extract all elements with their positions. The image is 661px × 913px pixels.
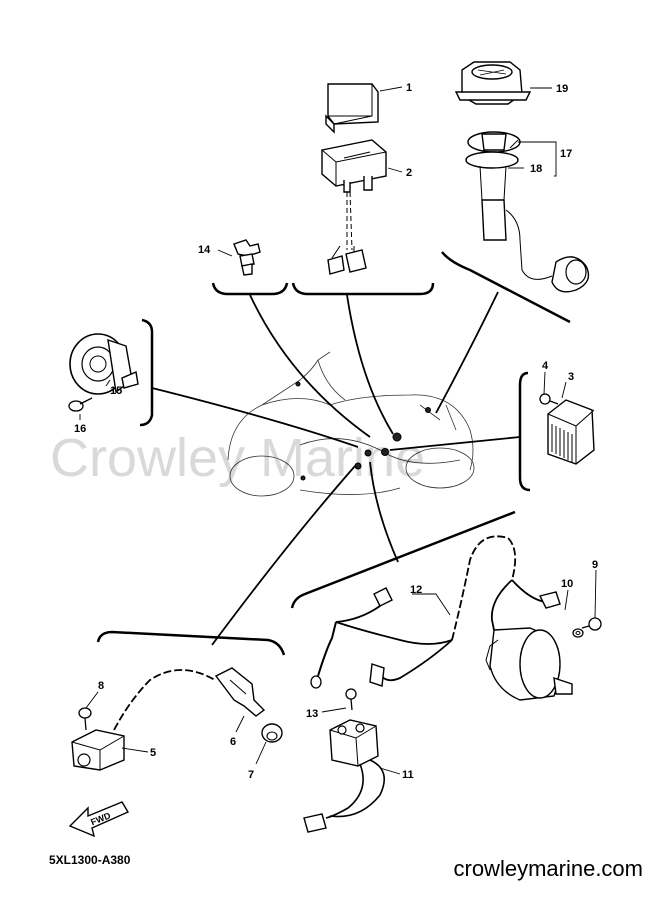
callout-leaders	[79, 86, 597, 775]
callout-7: 7	[248, 769, 254, 781]
callouts: 1 2 3 4 5 6 7 8 9 10 11 12 13 14 15 16 1…	[74, 82, 598, 781]
group-brackets	[96, 251, 571, 656]
callout-11: 11	[402, 769, 414, 781]
plug-cap-part	[214, 667, 266, 717]
connector-points	[295, 381, 431, 481]
callout-14: 14	[198, 244, 211, 256]
ignition-coil-part	[71, 669, 216, 771]
callout-1: 1	[406, 82, 412, 94]
bolt-16-part	[68, 397, 93, 412]
callout-8: 8	[98, 680, 104, 692]
fuel-cap-part	[454, 61, 532, 105]
callout-9: 9	[592, 559, 598, 571]
bracket-3	[518, 371, 531, 492]
bracket-1-2	[291, 282, 435, 296]
callout-2: 2	[406, 167, 412, 179]
relay-part	[325, 83, 379, 134]
callout-12: 12	[410, 584, 422, 596]
switch-part	[233, 239, 261, 276]
motorcycle-outline	[227, 351, 475, 497]
bolt-4-part	[539, 393, 559, 405]
website-label: crowleymarine.com	[453, 856, 644, 881]
callout-3: 3	[568, 371, 574, 383]
horn-part	[69, 333, 139, 395]
fuel-sender-part	[465, 131, 590, 293]
diagram-code: 5XL1300-A380	[49, 853, 131, 867]
bracket-5-6	[96, 630, 286, 656]
group-leaders	[151, 291, 521, 646]
callout-4: 4	[542, 360, 549, 372]
bracket-15	[139, 318, 154, 427]
callout-10: 10	[561, 578, 573, 590]
starter-motor-part	[485, 627, 573, 701]
fwd-arrow-icon: FWD	[68, 801, 130, 838]
washer-10-part	[572, 628, 584, 638]
callout-18: 18	[530, 163, 542, 175]
watermark-text: Crowley Marine	[50, 428, 425, 488]
relay-holder-part	[321, 139, 387, 275]
callout-16: 16	[74, 423, 86, 435]
bolt-8-part	[78, 707, 92, 731]
callout-19: 19	[556, 83, 568, 95]
callout-5: 5	[150, 747, 156, 759]
starter-relay-part	[303, 719, 386, 833]
bracket-14	[211, 282, 289, 296]
callout-6: 6	[230, 736, 236, 748]
callout-17: 17	[560, 148, 572, 160]
rectifier-part	[547, 399, 595, 465]
seal-part	[261, 723, 283, 743]
wire-harness-part	[310, 535, 561, 689]
callout-15: 15	[110, 385, 122, 397]
bolt-9-part	[581, 617, 602, 631]
bracket-11-12	[290, 510, 516, 609]
bracket-17-19	[441, 251, 571, 324]
callout-13: 13	[306, 708, 318, 720]
bolt-13-part	[345, 688, 357, 711]
